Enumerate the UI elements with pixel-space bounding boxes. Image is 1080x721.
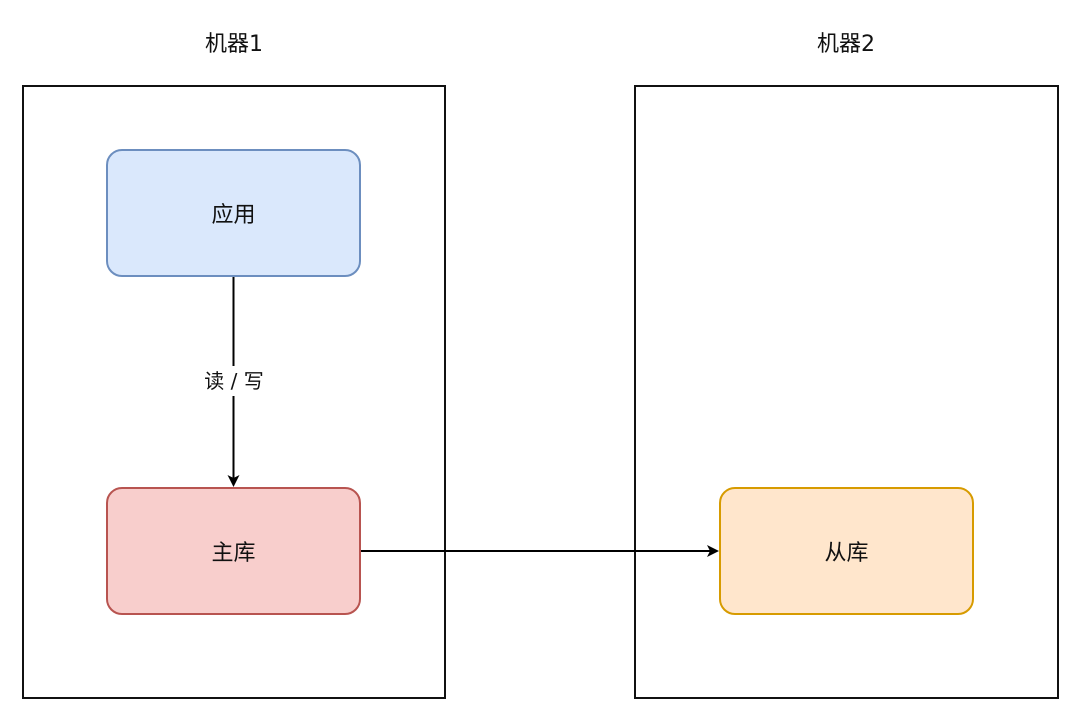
master-db-node: 主库 [106, 487, 361, 615]
edge-label-read-write: 读 / 写 [189, 366, 279, 396]
slave-db-node-label: 从库 [824, 541, 869, 566]
slave-db-node: 从库 [719, 487, 974, 615]
master-db-node-label: 主库 [211, 541, 256, 566]
app-node: 应用 [106, 149, 361, 277]
machine-2-title: 机器2 [817, 32, 875, 57]
app-node-label: 应用 [211, 203, 256, 228]
machine-1-title: 机器1 [205, 32, 263, 57]
